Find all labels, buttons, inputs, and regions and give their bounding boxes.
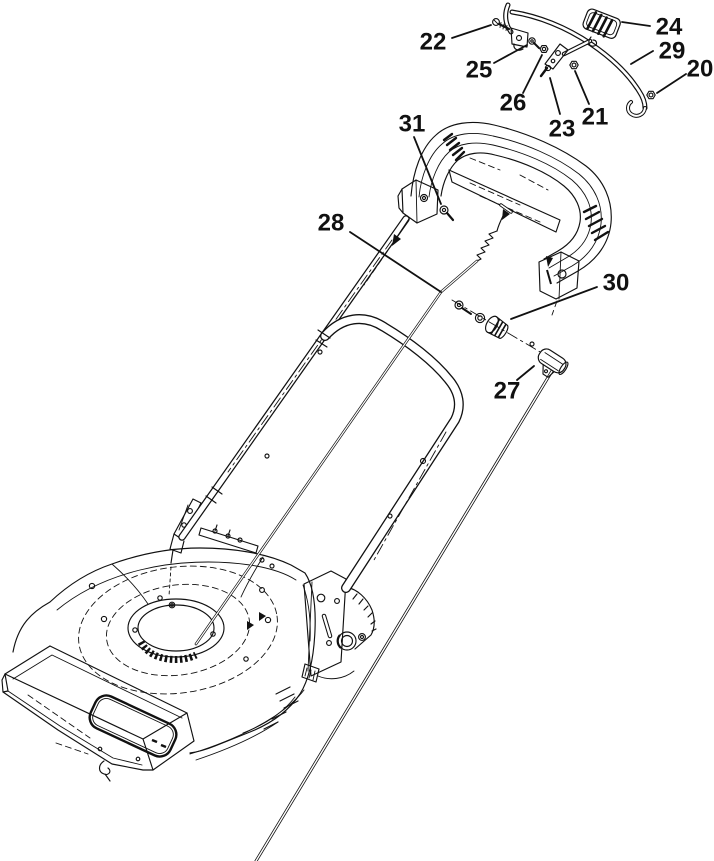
callout-leader-27 <box>516 365 535 381</box>
handle-grip-left <box>442 132 466 162</box>
nut-26 <box>539 44 549 54</box>
part-number-31: 31 <box>399 111 426 138</box>
nut-20 <box>646 90 656 100</box>
bail-lever <box>539 43 569 78</box>
callout-23: 23 <box>549 77 576 143</box>
part-number-27: 27 <box>494 378 521 405</box>
deck-left-bracket <box>169 498 259 554</box>
callout-leader-23 <box>549 77 561 115</box>
fasteners <box>439 18 656 222</box>
bolt-31 <box>439 205 455 222</box>
front-bumper <box>1 645 195 782</box>
part-number-20: 20 <box>687 56 714 83</box>
callout-leader-28 <box>349 231 442 293</box>
engine-circle-guides <box>78 565 278 695</box>
callout-leader-21 <box>574 70 590 105</box>
callout-24: 24 <box>621 14 683 41</box>
upper-handle <box>363 121 612 316</box>
callout-leader-25 <box>493 44 528 64</box>
callout-25: 25 <box>466 44 528 84</box>
handle-grip-right <box>582 204 610 242</box>
part-number-28: 28 <box>318 210 345 237</box>
callout-leader-24 <box>621 21 651 27</box>
part-number-30: 30 <box>603 270 630 297</box>
bumper-pad <box>88 694 178 758</box>
callout-leader-31 <box>413 136 442 205</box>
part-number-24: 24 <box>656 14 683 41</box>
callout-30: 30 <box>510 270 630 320</box>
screw-22 <box>492 18 511 31</box>
callout-21: 21 <box>574 70 609 131</box>
height-adjuster-sector <box>336 586 377 651</box>
callout-26: 26 <box>500 54 543 117</box>
handle-knob <box>484 315 509 340</box>
handle-left-bracket <box>397 179 439 224</box>
deck-right-bracket <box>301 570 377 683</box>
bolt-25 <box>528 37 540 49</box>
callout-27: 27 <box>494 365 535 405</box>
bail-grip-pad <box>582 8 621 47</box>
callout-22: 22 <box>420 24 492 56</box>
part-number-23: 23 <box>549 116 576 143</box>
part-number-21: 21 <box>582 104 609 131</box>
control-bail <box>503 2 648 118</box>
washer <box>474 312 486 324</box>
deck-bolt-holes <box>88 557 275 662</box>
lower-handle <box>178 215 464 593</box>
deck-vents <box>263 686 299 730</box>
handle-cross-brace <box>448 157 561 233</box>
callout-29: 29 <box>630 38 686 65</box>
bail-left-bracket <box>510 27 529 51</box>
callout-leader-30 <box>510 286 598 320</box>
hook-wire <box>98 760 111 782</box>
starter-rope <box>254 369 554 861</box>
starter-grip <box>537 348 569 378</box>
handle-right-bracket <box>538 251 580 316</box>
callout-leader-20 <box>656 73 687 94</box>
part-number-22: 22 <box>420 29 447 56</box>
callout-layer: 20 21 22 23 24 25 26 27 28 29 30 31 <box>318 14 714 405</box>
cable-spring <box>476 230 498 262</box>
callout-28: 28 <box>318 210 442 293</box>
callout-31: 31 <box>399 111 442 205</box>
callout-20: 20 <box>656 56 714 94</box>
callout-leader-29 <box>630 50 654 65</box>
engine-mount-ring <box>127 598 225 663</box>
nut-21 <box>569 60 579 70</box>
carriage-bolt <box>454 300 472 315</box>
part-number-29: 29 <box>659 38 686 65</box>
part-number-26: 26 <box>500 90 527 117</box>
handle-knob-set <box>451 299 548 357</box>
callout-leader-26 <box>522 54 543 94</box>
mower-deck <box>12 547 316 761</box>
part-number-25: 25 <box>466 57 493 84</box>
callout-leader-22 <box>451 24 492 39</box>
